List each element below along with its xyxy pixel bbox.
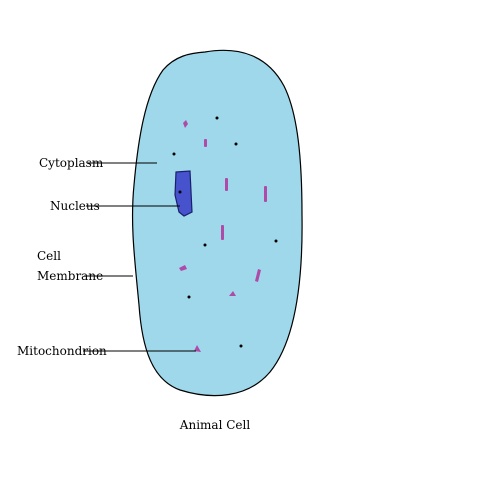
granule-dot — [234, 142, 238, 146]
mitochondrion — [204, 139, 207, 147]
granule-dot — [203, 243, 207, 247]
mitochondrion — [229, 291, 236, 296]
membrane-label-line2: Membrane — [37, 269, 103, 283]
mitochondrion — [221, 225, 224, 240]
mitochondrion — [225, 178, 228, 191]
granules-group — [172, 116, 278, 348]
cell-membrane-outline — [131, 49, 303, 397]
granule-dot — [172, 152, 176, 156]
mitochondrion — [183, 120, 188, 128]
nucleolus-dot — [178, 190, 182, 194]
granule-dot — [274, 239, 278, 243]
nucleus — [174, 170, 193, 217]
cytoplasm-label: Cytoplasm — [39, 156, 104, 170]
mitochondrion-label: Mitochondrion — [17, 344, 107, 358]
diagram-caption: Animal Cell — [179, 418, 251, 432]
mitochondrion — [255, 269, 261, 282]
leader-lines — [83, 162, 196, 352]
membrane-label-line1: Cell — [37, 249, 61, 263]
mitochondria-group — [179, 120, 267, 352]
granule-dot — [239, 344, 243, 348]
mitochondrion — [194, 345, 201, 352]
mitochondrion — [264, 186, 267, 202]
granule-dot — [187, 295, 191, 299]
granule-dot — [215, 116, 219, 120]
nucleus-label: Nucleus — [50, 199, 100, 213]
mitochondrion — [179, 265, 187, 271]
